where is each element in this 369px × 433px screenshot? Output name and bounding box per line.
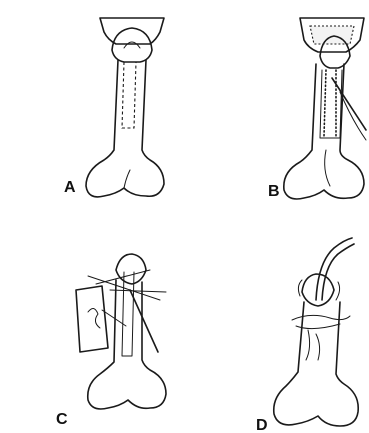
panel-label-c: C xyxy=(56,411,68,428)
panel-b: B xyxy=(268,18,366,200)
panel-label-a: A xyxy=(64,179,76,196)
panel-label-b: B xyxy=(268,183,280,200)
panel-a: A xyxy=(64,18,164,197)
panel-c: C xyxy=(56,254,166,428)
panel-d: D xyxy=(256,238,358,433)
panel-label-d: D xyxy=(256,417,268,433)
